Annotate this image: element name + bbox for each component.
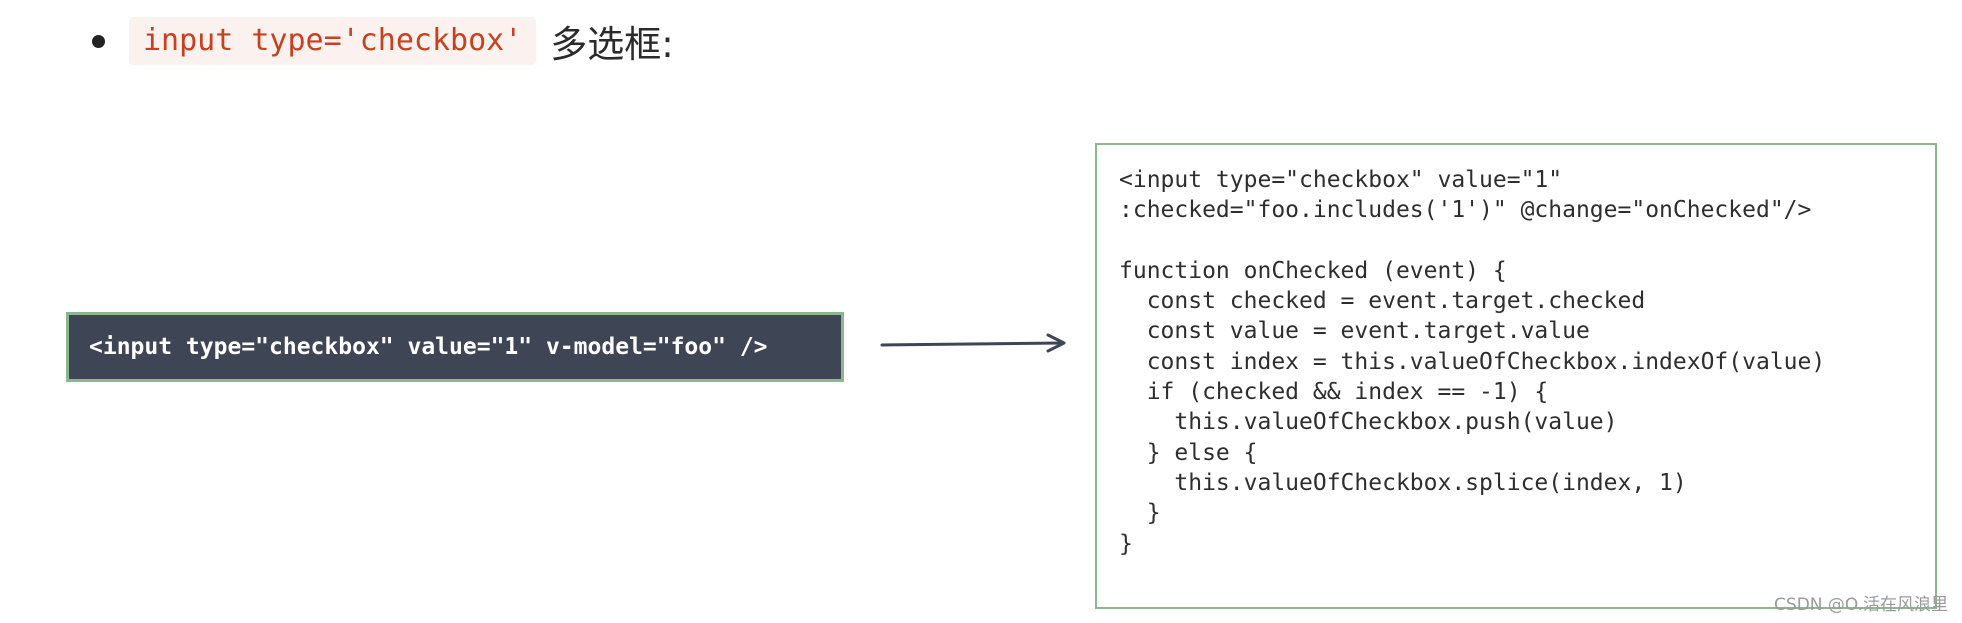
- code-line: [1119, 226, 1825, 256]
- bullet-text: 多选框:: [550, 23, 674, 66]
- arrow-right-icon: [880, 333, 1066, 353]
- compiled-code: <input type="checkbox" value="1" :checked…: [1119, 165, 1825, 559]
- code-line: }: [1119, 530, 1133, 557]
- watermark: CSDN @O.活在风浪里: [1774, 595, 1948, 615]
- code-line: this.valueOfCheckbox.push(value): [1119, 409, 1618, 436]
- compiled-code-box: <input type="checkbox" value="1" :checked…: [1095, 143, 1937, 609]
- code-line: if (checked && index == -1) {: [1119, 379, 1549, 406]
- code-line: this.valueOfCheckbox.splice(index, 1): [1119, 469, 1687, 496]
- code-line: :checked="foo.includes('1')" @change="on…: [1119, 197, 1812, 224]
- code-line: function onChecked (event) {: [1119, 257, 1507, 284]
- code-line: const checked = event.target.checked: [1119, 288, 1646, 315]
- code-line: } else {: [1119, 439, 1258, 466]
- inline-code: input type='checkbox': [129, 17, 537, 65]
- code-line: const index = this.valueOfCheckbox.index…: [1119, 348, 1826, 375]
- source-code-box: <input type="checkbox" value="1" v-model…: [66, 312, 844, 382]
- code-line: const value = event.target.value: [1119, 318, 1590, 345]
- source-code: <input type="checkbox" value="1" v-model…: [89, 334, 768, 360]
- bullet-item: input type='checkbox' 多选框:: [92, 14, 674, 68]
- code-line: }: [1119, 500, 1161, 527]
- code-line: <input type="checkbox" value="1": [1119, 167, 1563, 193]
- bullet-dot-icon: [92, 34, 105, 48]
